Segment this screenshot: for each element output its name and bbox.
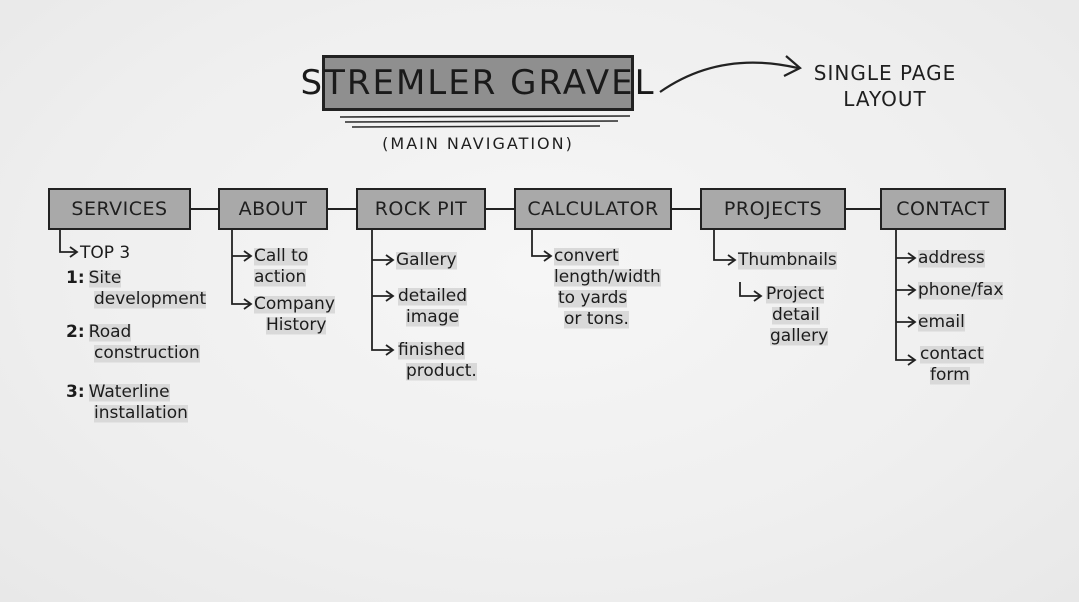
rockpit-item-3-line-2: product.: [406, 361, 477, 382]
nav-contact-label: CONTACT: [896, 198, 990, 220]
single-page-layout-note: SINGLE PAGE LAYOUT: [800, 60, 970, 112]
projects-item-1-line-1: Thumbnails: [738, 250, 837, 271]
contact-item-4-line-2: form: [930, 365, 970, 386]
rockpit-item-2-line-1: detailed: [398, 286, 468, 307]
about-item-1: Call to action: [254, 246, 309, 288]
services-item-1-line-1: Site: [88, 268, 122, 289]
nav-calculator-label: CALCULATOR: [527, 198, 659, 220]
rockpit-item-3-line-1: finished: [398, 340, 466, 361]
services-item-2-line-2: construction: [94, 343, 200, 364]
contact-item-2-line-1: phone/fax: [918, 280, 1004, 301]
calculator-item-1-line-3: to yards: [558, 288, 628, 309]
rockpit-item-2-line-2: image: [406, 307, 459, 328]
calculator-item-1-line-2: length/width: [554, 267, 661, 288]
about-item-2: Company History: [254, 294, 335, 336]
services-item-1: 1:Site development: [66, 268, 207, 310]
projects-item-2-line-2: detail: [772, 305, 820, 326]
note-line-1: SINGLE PAGE: [813, 61, 957, 85]
projects-item-2-line-3: gallery: [770, 326, 829, 347]
nav-services[interactable]: SERVICES: [48, 188, 191, 230]
nav-about-label: ABOUT: [238, 198, 308, 220]
services-top-label: TOP 3: [80, 243, 130, 264]
contact-item-2: phone/fax: [918, 280, 1004, 301]
nav-services-label: SERVICES: [71, 198, 168, 220]
nav-about[interactable]: ABOUT: [218, 188, 328, 230]
about-item-1-line-2: action: [254, 267, 307, 288]
about-item-2-line-1: Company: [254, 294, 335, 315]
rockpit-item-2: detailed image: [398, 286, 468, 328]
calculator-item-1: convert length/width to yards or tons.: [554, 246, 661, 330]
calculator-item-1-line-4: or tons.: [564, 309, 629, 330]
about-item-2-line-2: History: [266, 315, 327, 336]
nav-contact[interactable]: CONTACT: [880, 188, 1006, 230]
nav-projects-label: PROJECTS: [723, 198, 823, 220]
rockpit-item-1-line-1: Gallery: [396, 250, 457, 271]
contact-item-1-line-1: address: [918, 248, 985, 269]
services-top3-text: TOP 3: [80, 243, 131, 263]
site-title: STREMLER GRAVEL: [300, 63, 656, 103]
note-line-2: LAYOUT: [843, 87, 927, 111]
rockpit-item-3: finished product.: [398, 340, 477, 382]
projects-item-1: Thumbnails: [738, 250, 837, 271]
services-item-1-num: 1:: [66, 268, 85, 288]
about-item-1-line-1: Call to: [254, 246, 309, 267]
contact-item-3: email: [918, 312, 965, 333]
nav-rock-pit-label: ROCK PIT: [374, 198, 468, 220]
main-navigation-caption: (MAIN NAVIGATION): [382, 134, 574, 153]
services-item-2-num: 2:: [66, 322, 85, 342]
contact-item-4-line-1: contact: [920, 344, 984, 365]
services-item-3: 3:Waterline installation: [66, 382, 188, 424]
rockpit-item-1: Gallery: [396, 250, 457, 271]
services-item-1-line-2: development: [94, 289, 207, 310]
contact-item-1: address: [918, 248, 985, 269]
services-item-3-line-2: installation: [94, 403, 188, 424]
projects-item-2: Project detail gallery: [766, 284, 829, 347]
contact-item-3-line-1: email: [918, 312, 965, 333]
nav-calculator[interactable]: CALCULATOR: [514, 188, 672, 230]
services-item-3-num: 3:: [66, 382, 85, 402]
services-item-3-line-1: Waterline: [88, 382, 170, 403]
site-title-box: STREMLER GRAVEL: [301, 55, 654, 111]
projects-item-2-line-1: Project: [766, 284, 825, 305]
services-item-2: 2:Road construction: [66, 322, 200, 364]
services-item-2-line-1: Road: [88, 322, 132, 343]
nav-projects[interactable]: PROJECTS: [700, 188, 846, 230]
contact-item-4: contact form: [920, 344, 984, 386]
nav-rock-pit[interactable]: ROCK PIT: [356, 188, 486, 230]
calculator-item-1-line-1: convert: [554, 246, 619, 267]
